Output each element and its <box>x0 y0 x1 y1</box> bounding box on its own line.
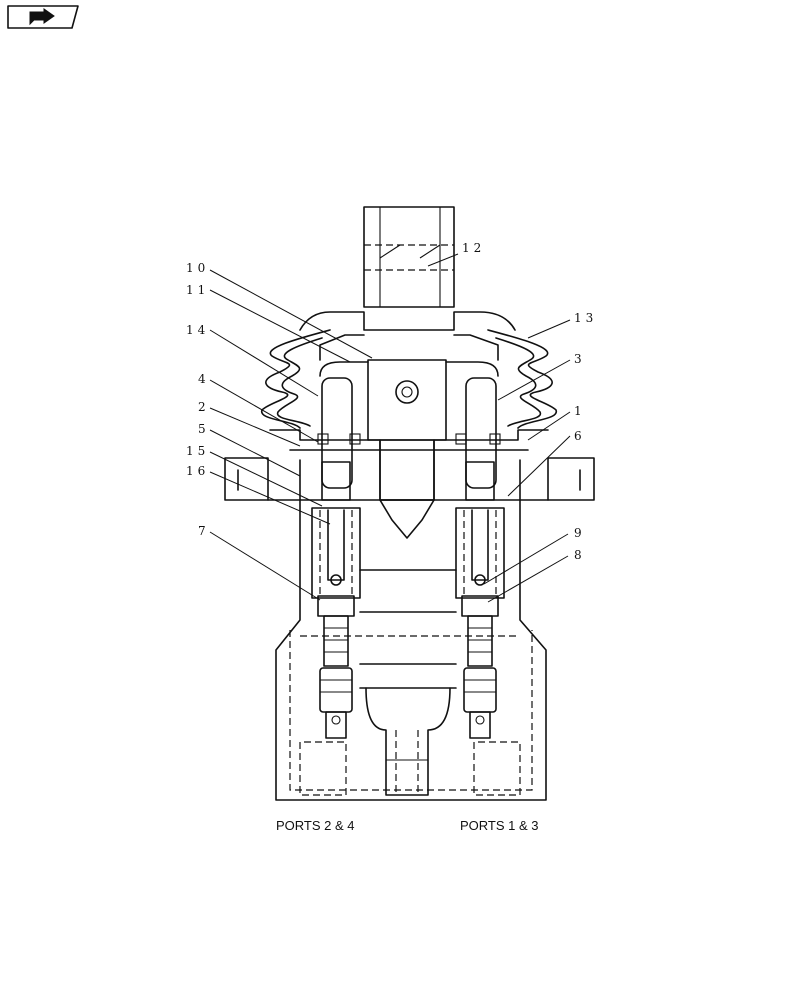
back-button-frame <box>7 5 79 29</box>
callout-1: 1 <box>574 404 586 418</box>
callout-leaders <box>209 253 571 603</box>
callout-5: 5 <box>198 422 210 436</box>
callout-8: 8 <box>574 548 586 562</box>
ports-left-label: PORTS 2 & 4 <box>276 818 355 833</box>
callout-numbers: 12 10 11 13 14 3 4 2 1 5 6 15 16 7 9 8 <box>186 241 597 562</box>
callout-11: 11 <box>186 283 209 297</box>
ports-right-label: PORTS 1 & 3 <box>460 818 539 833</box>
callout-3: 3 <box>574 352 586 366</box>
callout-12: 12 <box>462 241 485 255</box>
callout-15: 15 <box>186 444 209 458</box>
callout-6: 6 <box>574 429 586 443</box>
callout-14: 14 <box>186 323 209 337</box>
back-button[interactable] <box>7 5 79 29</box>
callout-4: 4 <box>198 372 210 386</box>
valve-assembly-drawing <box>224 206 595 801</box>
back-arrow-icon <box>29 8 55 26</box>
callout-13: 13 <box>574 311 597 325</box>
callout-2: 2 <box>198 400 210 414</box>
callout-9: 9 <box>574 526 586 540</box>
callout-10: 10 <box>186 261 209 275</box>
callout-16: 16 <box>186 464 209 478</box>
callout-7: 7 <box>198 524 210 538</box>
